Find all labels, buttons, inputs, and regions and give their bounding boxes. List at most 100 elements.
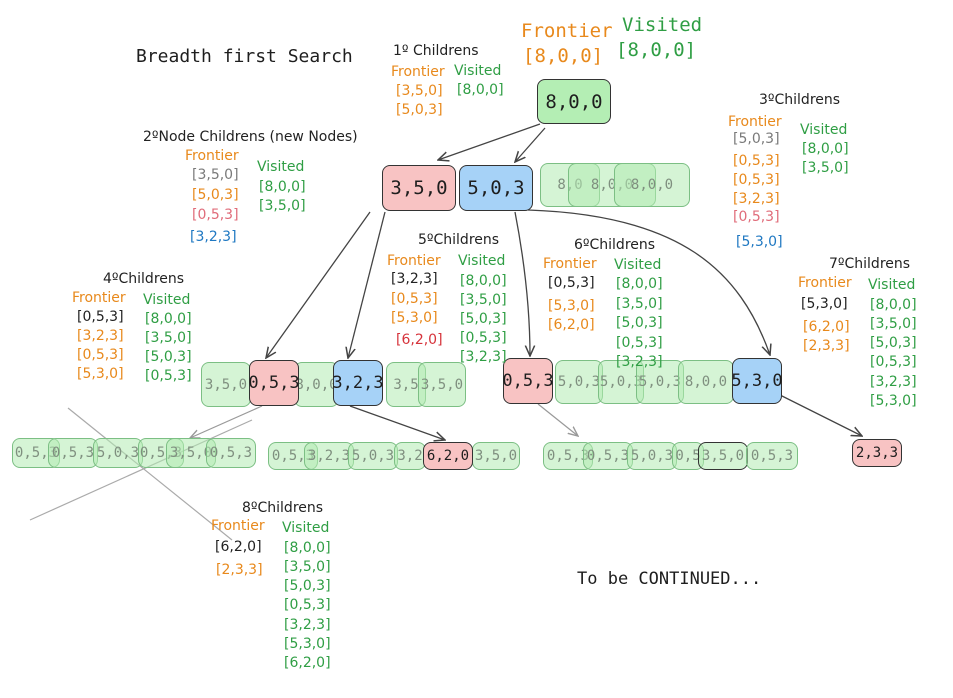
g4-visited-2: [5,0,3] [145, 349, 192, 365]
g7-visited-5: [5,3,0] [870, 393, 917, 409]
g5-visited-1: [3,5,0] [460, 292, 507, 308]
edge-323-620 [349, 405, 445, 440]
g3-frontier-label: Frontier [728, 114, 782, 130]
g7-visited-4: [3,2,3] [870, 374, 917, 390]
edge-053b-row [537, 403, 578, 436]
g6-visited-0: [8,0,0] [616, 276, 663, 292]
top-frontier-label: Frontier [521, 20, 613, 42]
g8-visited-5: [5,3,0] [284, 636, 331, 652]
top-frontier-value: [8,0,0] [523, 45, 604, 67]
g8-frontier-label: Frontier [211, 518, 265, 534]
g4-visited-0: [8,0,0] [145, 311, 192, 327]
g1-visited-0: [8,0,0] [457, 82, 504, 98]
g7-frontier-0: [5,3,0] [801, 296, 848, 312]
g4-frontier-1: [3,2,3] [77, 328, 124, 344]
g4-visited-label: Visited [143, 292, 191, 308]
ghost-node: 3,2 [394, 442, 426, 470]
g7-visited-3: [0,5,3] [870, 354, 917, 370]
g8-frontier-1: [2,3,3] [216, 562, 263, 578]
g6-frontier-0: [0,5,3] [548, 275, 595, 291]
g3-frontier-2: [0,5,3] [733, 172, 780, 188]
strike-line-2 [29, 419, 253, 521]
g3-frontier-0: [5,0,3] [733, 131, 780, 147]
g2-frontier-3: [3,2,3] [190, 229, 237, 245]
g6-visited-3: [0,5,3] [616, 335, 663, 351]
g3-heading: 3ºChildrens [759, 92, 841, 108]
edge-350-053 [266, 211, 371, 358]
node-root[interactable]: 8,0,0 [537, 79, 611, 124]
g2-visited-1: [3,5,0] [259, 198, 306, 214]
node-053[interactable]: 0,5,3 [248, 360, 300, 406]
g6-visited-2: [5,0,3] [616, 315, 663, 331]
edge-root-350 [438, 123, 541, 160]
ghost-node: 0,5,3 [48, 438, 98, 468]
edge-530-233 [779, 394, 862, 436]
ghost-node: 5,0,3 [93, 438, 143, 468]
g7-visited-0: [8,0,0] [870, 297, 917, 313]
g3-frontier-5: [5,3,0] [736, 234, 783, 250]
g7-visited-2: [5,0,3] [870, 335, 917, 351]
g4-heading: 4ºChildrens [103, 271, 185, 287]
g6-frontier-label: Frontier [543, 256, 597, 272]
g2-frontier-0: [3,5,0] [192, 167, 239, 183]
node-233[interactable]: 2,3,3 [852, 439, 902, 467]
g5-visited-3: [0,5,3] [460, 330, 507, 346]
node-530[interactable]: 5,3,0 [731, 358, 783, 404]
ghost-node: 3,5,0 [472, 442, 520, 470]
node-350[interactable]: 3,5,0 [382, 165, 456, 211]
g1-frontier-label: Frontier [391, 64, 445, 80]
g7-frontier-1: [6,2,0] [803, 319, 850, 335]
node-620[interactable]: 6,2,0 [423, 442, 473, 470]
ghost-node: 3,5,0 [418, 362, 466, 407]
g5-frontier-3: [6,2,0] [396, 332, 443, 348]
g8-visited-4: [3,2,3] [284, 617, 331, 633]
g8-visited-6: [6,2,0] [284, 655, 331, 671]
g7-visited-1: [3,5,0] [870, 316, 917, 332]
ghost-node: 5,0,3 [636, 360, 684, 404]
g5-frontier-label: Frontier [387, 253, 441, 269]
g6-heading: 6ºChildrens [574, 237, 656, 253]
ghost-node: 0,5,3 [583, 442, 633, 470]
g4-visited-1: [3,5,0] [145, 330, 192, 346]
ghost-node: 8,0,0 [614, 163, 690, 207]
top-visited-value: [8,0,0] [616, 39, 697, 61]
ghost-node: 3,5,0 [698, 442, 748, 470]
g3-visited-1: [3,5,0] [802, 160, 849, 176]
g2-visited-0: [8,0,0] [259, 179, 306, 195]
g7-heading: 7ºChildrens [829, 256, 911, 272]
g3-frontier-3: [3,2,3] [733, 191, 780, 207]
diagram-title: Breadth first Search [136, 46, 353, 67]
to-be-continued-note: To be CONTINUED... [577, 569, 762, 589]
g4-visited-3: [0,5,3] [145, 368, 192, 384]
g6-visited-4: [3,2,3] [616, 354, 663, 370]
ghost-node: 0,5,3 [746, 442, 798, 470]
g2-visited-label: Visited [257, 159, 305, 175]
g1-heading: 1º Childrens [393, 43, 479, 59]
g5-visited-label: Visited [458, 253, 506, 269]
g5-visited-0: [8,0,0] [460, 273, 507, 289]
g7-frontier-label: Frontier [798, 275, 852, 291]
g3-frontier-1: [0,5,3] [733, 153, 780, 169]
g6-visited-1: [3,5,0] [616, 296, 663, 312]
g2-frontier-1: [5,0,3] [192, 187, 239, 203]
g1-frontier-0: [3,5,0] [396, 83, 443, 99]
node-053-b[interactable]: 0,5,3 [502, 358, 554, 404]
edge-503-053 [514, 211, 530, 356]
g5-frontier-1: [0,5,3] [391, 291, 438, 307]
g8-visited-3: [0,5,3] [284, 597, 331, 613]
g7-visited-label: Visited [868, 277, 916, 293]
g3-visited-0: [8,0,0] [802, 141, 849, 157]
g3-visited-label: Visited [800, 122, 848, 138]
g4-frontier-label: Frontier [72, 290, 126, 306]
g1-frontier-1: [5,0,3] [396, 102, 443, 118]
edge-root-503 [515, 127, 546, 162]
node-503[interactable]: 5,0,3 [459, 165, 533, 211]
edge-350-323 [348, 211, 386, 358]
ghost-node: 3,5,0 [201, 362, 251, 407]
g5-visited-2: [5,0,3] [460, 311, 507, 327]
g6-frontier-2: [6,2,0] [548, 317, 595, 333]
node-323[interactable]: 3,2,3 [332, 360, 384, 406]
g5-heading: 5ºChildrens [418, 232, 500, 248]
